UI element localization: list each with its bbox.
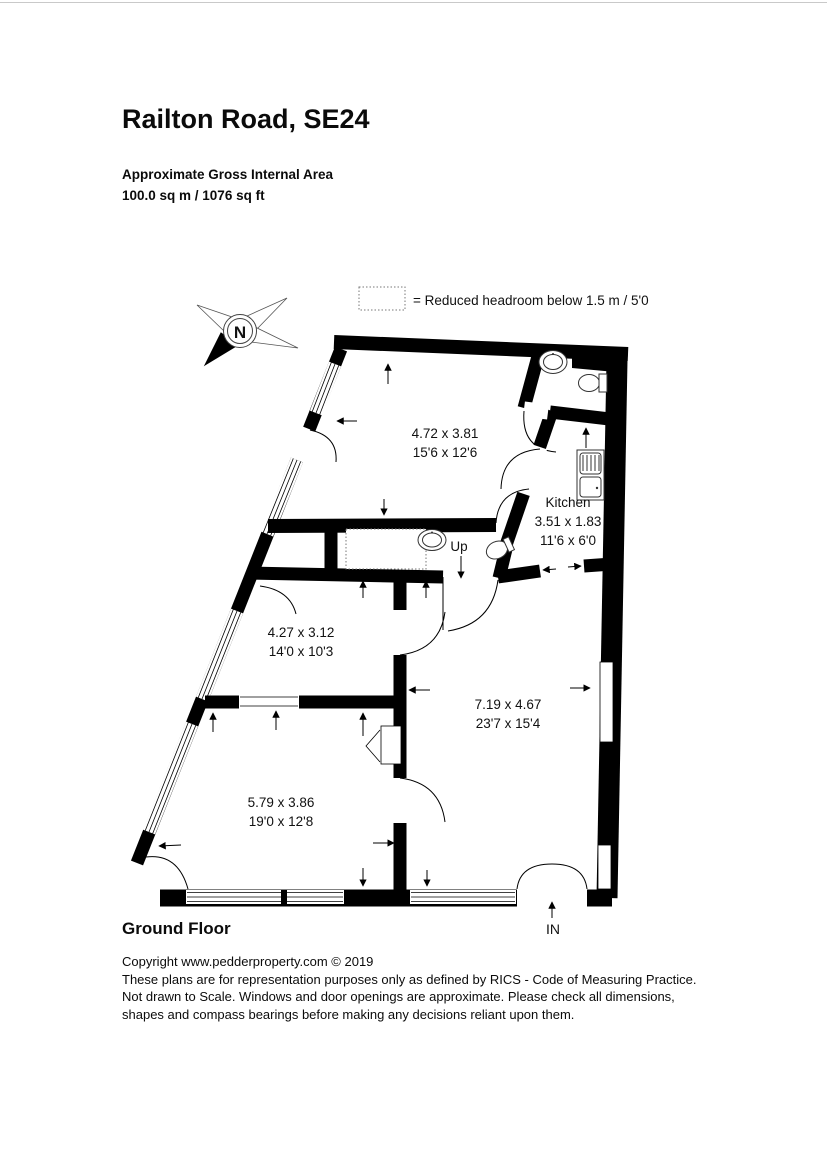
door-opening	[259, 585, 297, 615]
room-label-middle-left-imperial: 14'0 x 10'3	[269, 644, 333, 659]
toilet-icon	[485, 536, 516, 560]
room-label-kitchen-metric: 3.51 x 1.83	[535, 514, 602, 529]
door-opening	[523, 401, 557, 453]
door-arc	[447, 579, 499, 632]
stairs-up-label: Up	[450, 539, 467, 554]
dimension-arrow	[542, 565, 557, 574]
window-mullion	[281, 890, 287, 904]
door-arc	[500, 448, 541, 490]
room-label-kitchen-name: Kitchen	[545, 495, 590, 510]
dimension-arrows	[158, 363, 591, 887]
door-opening	[500, 444, 548, 497]
page-title: Railton Road, SE24	[122, 104, 370, 134]
window	[309, 361, 342, 416]
door-opening	[290, 426, 337, 463]
page-top-border	[0, 2, 827, 3]
fixtures	[345, 350, 608, 570]
legend-text: = Reduced headroom below 1.5 m / 5'0	[413, 293, 649, 308]
floor-name: Ground Floor	[122, 919, 231, 938]
window	[195, 608, 244, 702]
gross-internal-area: Approximate Gross Internal Area 100.0 sq…	[122, 164, 333, 206]
window	[599, 661, 614, 743]
door-arc	[259, 585, 297, 615]
door-arc	[399, 777, 446, 823]
door-arc	[145, 856, 189, 890]
entrance-in-label: IN	[546, 921, 560, 937]
area-value: 100.0 sq m / 1076 sq ft	[122, 188, 265, 203]
exterior-walls	[130, 335, 629, 907]
toilet-icon	[578, 373, 608, 393]
external-door-opening	[145, 856, 189, 890]
wash-basin-icon	[538, 350, 568, 374]
room-label-top-reception-imperial: 15'6 x 12'6	[413, 445, 477, 460]
reduced-headroom-swatch	[358, 286, 406, 311]
room-label-kitchen-imperial: 11'6 x 6'0	[540, 533, 596, 548]
dimension-arrow	[158, 841, 182, 850]
room-label-middle-left-metric: 4.27 x 3.12	[268, 625, 335, 640]
room-label-right-reception-imperial: 23'7 x 15'4	[476, 716, 541, 731]
window	[186, 890, 344, 904]
cupboard-recess	[365, 725, 402, 765]
compass-rose-icon: N	[196, 297, 299, 367]
dimension-arrow	[567, 562, 582, 571]
room-label-right-reception-metric: 7.19 x 4.67	[475, 697, 542, 712]
reduced-headroom-area	[345, 528, 427, 570]
window	[142, 721, 199, 835]
room-labels: 4.72 x 3.81 15'6 x 12'6 Kitchen 3.51 x 1…	[248, 426, 602, 937]
interior-walls	[205, 347, 619, 898]
room-label-bottom-left-imperial: 19'0 x 12'8	[249, 814, 313, 829]
area-label: Approximate Gross Internal Area	[122, 167, 334, 182]
entrance-double-door	[516, 863, 588, 908]
door-arc	[495, 488, 530, 524]
window	[410, 890, 516, 904]
door-opening	[399, 611, 446, 656]
interior-doors	[145, 401, 557, 890]
footer: Ground Floor Copyright www.pedderpropert…	[122, 919, 696, 1023]
windows-bottom-wall	[186, 863, 588, 908]
door-opening	[399, 777, 446, 823]
disclaimer-line-2: Not drawn to Scale. Windows and door ope…	[122, 989, 675, 1004]
wall-opening	[239, 695, 299, 709]
right-wall-openings	[597, 661, 614, 890]
wall-recess	[597, 844, 612, 890]
disclaimer-line-1: These plans are for representation purpo…	[122, 971, 697, 987]
wash-basin-icon	[417, 529, 447, 551]
disclaimer-line-3: shapes and compass bearings before makin…	[122, 1006, 575, 1022]
legend: = Reduced headroom below 1.5 m / 5'0	[358, 286, 649, 311]
room-label-bottom-left-metric: 5.79 x 3.86	[248, 795, 315, 810]
stairs-door-opening	[442, 577, 499, 632]
door-arc	[399, 611, 446, 656]
door-opening	[495, 488, 530, 524]
compass-north-label: N	[234, 323, 246, 342]
room-label-top-reception-metric: 4.72 x 3.81	[412, 426, 479, 441]
copyright-line: Copyright www.pedderproperty.com © 2019	[122, 954, 374, 969]
door-arc	[523, 410, 557, 453]
door-arc	[309, 429, 337, 463]
kitchen-sink-icon	[576, 449, 605, 501]
